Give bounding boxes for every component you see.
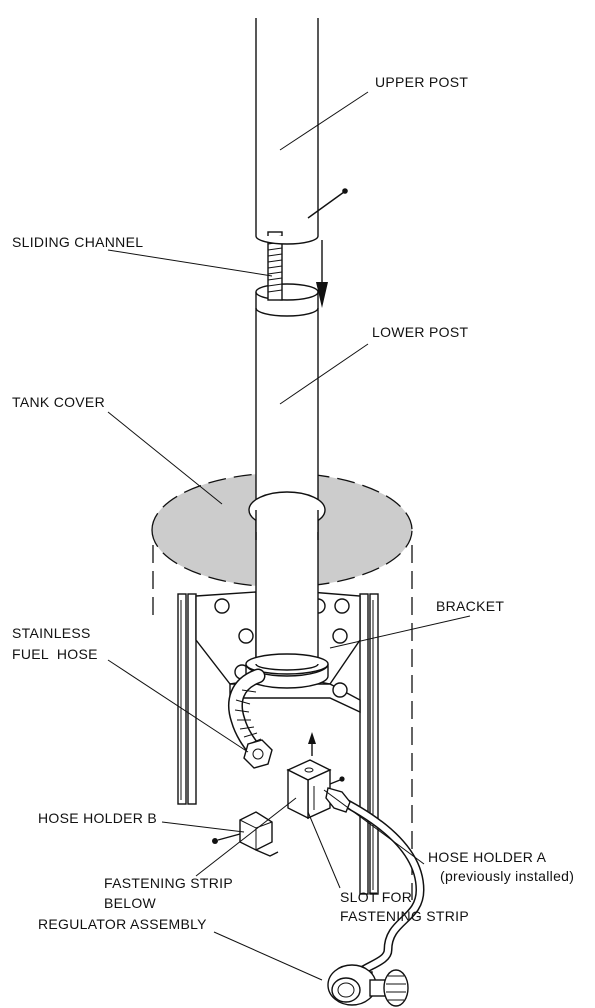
label-slot-line1: SLOT FOR [340,889,412,905]
label-stainless-line2: FUEL HOSE [12,646,98,662]
label-fastening-strip-line2: BELOW [104,895,157,911]
label-fastening-strip-line1: FASTENING STRIP [104,875,233,891]
label-lower-post: LOWER POST [372,324,468,340]
hose-holder-b [212,811,279,857]
upper-post [255,18,348,245]
hose-holder-a [286,732,345,820]
label-hose-holder-a-line2: (previously installed) [440,868,574,884]
label-bracket: BRACKET [436,598,504,614]
sliding-channel [267,231,283,301]
label-slot-line2: FASTENING STRIP [340,908,469,924]
lower-post [245,283,329,689]
label-sliding-channel: SLIDING CHANNEL [12,234,143,250]
label-hose-holder-a-line1: HOSE HOLDER A [428,849,547,865]
leader-lines [107,91,471,981]
label-tank-cover: TANK COVER [12,394,105,410]
stainless-fuel-hose [228,668,273,769]
regulator-assembly [327,964,409,1007]
label-hose-holder-b: HOSE HOLDER B [38,810,157,826]
down-arrow-icon [316,240,328,308]
label-regulator-assembly: REGULATOR ASSEMBLY [38,916,207,932]
label-upper-post: UPPER POST [375,74,468,90]
label-stainless-line1: STAINLESS [12,625,91,641]
